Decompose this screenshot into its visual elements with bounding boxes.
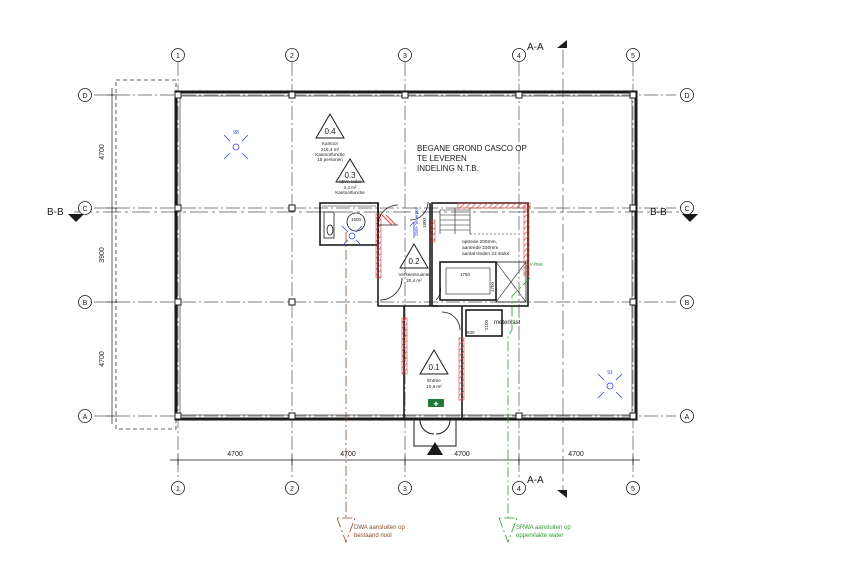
- lift-dim: 1750: [460, 272, 471, 277]
- wc-dim: 1500: [351, 217, 362, 222]
- stair-note-2: aantrede 230mm: [462, 245, 498, 251]
- dim-left: 3900: [99, 247, 106, 263]
- room-area: 216,4 m²: [321, 147, 340, 152]
- toilet-icon: [323, 211, 366, 239]
- casco-line-2: TE LEVEREN: [417, 154, 467, 163]
- dim-bottom: 4700: [340, 451, 356, 458]
- grid-col-label: 3: [403, 53, 407, 60]
- columns: [174, 91, 637, 420]
- grid-row-label: C: [82, 206, 87, 213]
- casco-note: BEGANE GROND CASCO OP TE LEVEREN INDELIN…: [417, 144, 527, 173]
- room-tag: 0.1: [428, 363, 440, 372]
- emergency-exit-icon: [428, 399, 444, 407]
- left-dashed-bay: [115, 79, 177, 430]
- srwa-line-2: oppervlakte water: [516, 533, 563, 539]
- grid-row-label: D: [82, 93, 87, 100]
- grid-col-label: 5: [631, 486, 635, 493]
- room-persons: 15 personen: [317, 157, 343, 162]
- dwa-line-2: bestaand riool: [354, 533, 392, 539]
- dim-bottom: 4700: [454, 451, 470, 458]
- sprinkler-label: 98: [233, 130, 239, 136]
- dimension-lines: [107, 88, 640, 465]
- section-labels: A-A A-A B-B B-B: [47, 42, 667, 486]
- door-dim: 930: [467, 330, 475, 335]
- sprinkler-height-label: 250+ Vloerpeil: [414, 207, 419, 236]
- section-arrow-icon: [68, 40, 698, 498]
- stair-dim: 1800: [422, 217, 427, 228]
- vfree-label: v-free: [530, 262, 543, 268]
- section-aa-bottom: A-A: [527, 475, 544, 486]
- casco-line-1: BEGANE GROND CASCO OP: [417, 144, 527, 153]
- room-function: Kantoorfunctie: [335, 190, 365, 195]
- dwa-note: DWA aansluiten op bestaand riool: [354, 525, 405, 539]
- grid-col-label: 4: [517, 53, 521, 60]
- grid-bubble-labels: 1 2 3 4 5 1 2 3 4 5 D C B A D C B A: [82, 53, 689, 493]
- grid-col-label: 1: [176, 53, 180, 60]
- section-bb-right: B-B: [650, 207, 667, 218]
- sprinkler-label: 91: [607, 370, 613, 376]
- small-dims: 1500 1750 1700 930 2100 1800: [351, 217, 495, 335]
- grid-col-label: 1: [176, 486, 180, 493]
- grid-row-label: A: [83, 414, 88, 421]
- grid-row-label: D: [684, 93, 689, 100]
- dim-left: 4700: [99, 351, 106, 367]
- grid-col-label: 2: [290, 53, 294, 60]
- srwa-line-1: SRWA aansluiten op: [516, 525, 571, 531]
- stair-note: optrede 200mm, aantrede 230mm aantal tre…: [462, 239, 510, 257]
- emergency-exit-glyph: ✚: [433, 401, 438, 408]
- dim-bottom: 4700: [568, 451, 584, 458]
- room-tag: 0.4: [324, 127, 336, 136]
- meterkast-label: meterkast: [494, 320, 521, 326]
- dim-bottom: 4700: [227, 451, 243, 458]
- room-name: Kantoor: [322, 141, 339, 146]
- dwa-line-1: DWA aansluiten op: [354, 525, 405, 531]
- room-area: 20,4 m²: [406, 278, 422, 283]
- wc-hatch: [381, 214, 397, 226]
- grid-col-label: 2: [290, 486, 294, 493]
- grid-col-label: 5: [631, 53, 635, 60]
- room-tags: [315, 113, 449, 375]
- core-walls: [319, 202, 529, 419]
- grid-bubbles: [78, 48, 694, 495]
- dimension-labels: 4700 4700 4700 4700 4700 3900 4700: [99, 144, 584, 458]
- dwa-drain-line: [336, 232, 356, 544]
- grid-col-label: 4: [517, 486, 521, 493]
- grid-lines: [74, 50, 690, 490]
- srwa-note: SRWA aansluiten op oppervlakte water: [516, 525, 571, 539]
- stair-note-3: aantal treden 22 stuks: [462, 251, 510, 257]
- doors: [377, 201, 461, 331]
- room-details: Kantoor 216,4 m² Kantoorfunctie 15 perso…: [315, 141, 442, 389]
- grid-row-label: A: [685, 414, 690, 421]
- room-area: 3,4 m²: [343, 185, 356, 190]
- section-aa-top: A-A: [527, 42, 544, 53]
- room-name: Entree: [427, 378, 441, 383]
- srwa-drain-line: [498, 277, 531, 544]
- grid-row-label: B: [83, 300, 88, 307]
- room-name: MIVA toilet: [339, 179, 361, 184]
- room-tag: 0.3: [344, 171, 356, 180]
- room-name: Verkeersruimte: [399, 272, 430, 277]
- grid-row-label: C: [684, 206, 689, 213]
- room-labels: 0.4 0.3 0.2 0.1: [324, 127, 440, 372]
- grid-row-label: B: [685, 300, 690, 307]
- section-bb-left: B-B: [47, 207, 64, 218]
- dim-left: 4700: [99, 144, 106, 160]
- room-function: Kantoorfunctie: [315, 152, 345, 157]
- stair-treads: [439, 208, 518, 235]
- kast-dim: 2100: [484, 319, 489, 330]
- room-area: 10,6 m²: [426, 384, 442, 389]
- riser-dim: 1700: [490, 281, 495, 292]
- room-tag: 0.2: [408, 257, 420, 266]
- north-arrow-icon: [427, 442, 443, 455]
- casco-line-3: INDELING N.T.B.: [417, 164, 479, 173]
- grid-col-label: 3: [403, 486, 407, 493]
- sprinkler-icon: [223, 134, 623, 399]
- stair-note-1: optrede 200mm,: [462, 239, 497, 245]
- fire-rated-walls: [375, 202, 531, 401]
